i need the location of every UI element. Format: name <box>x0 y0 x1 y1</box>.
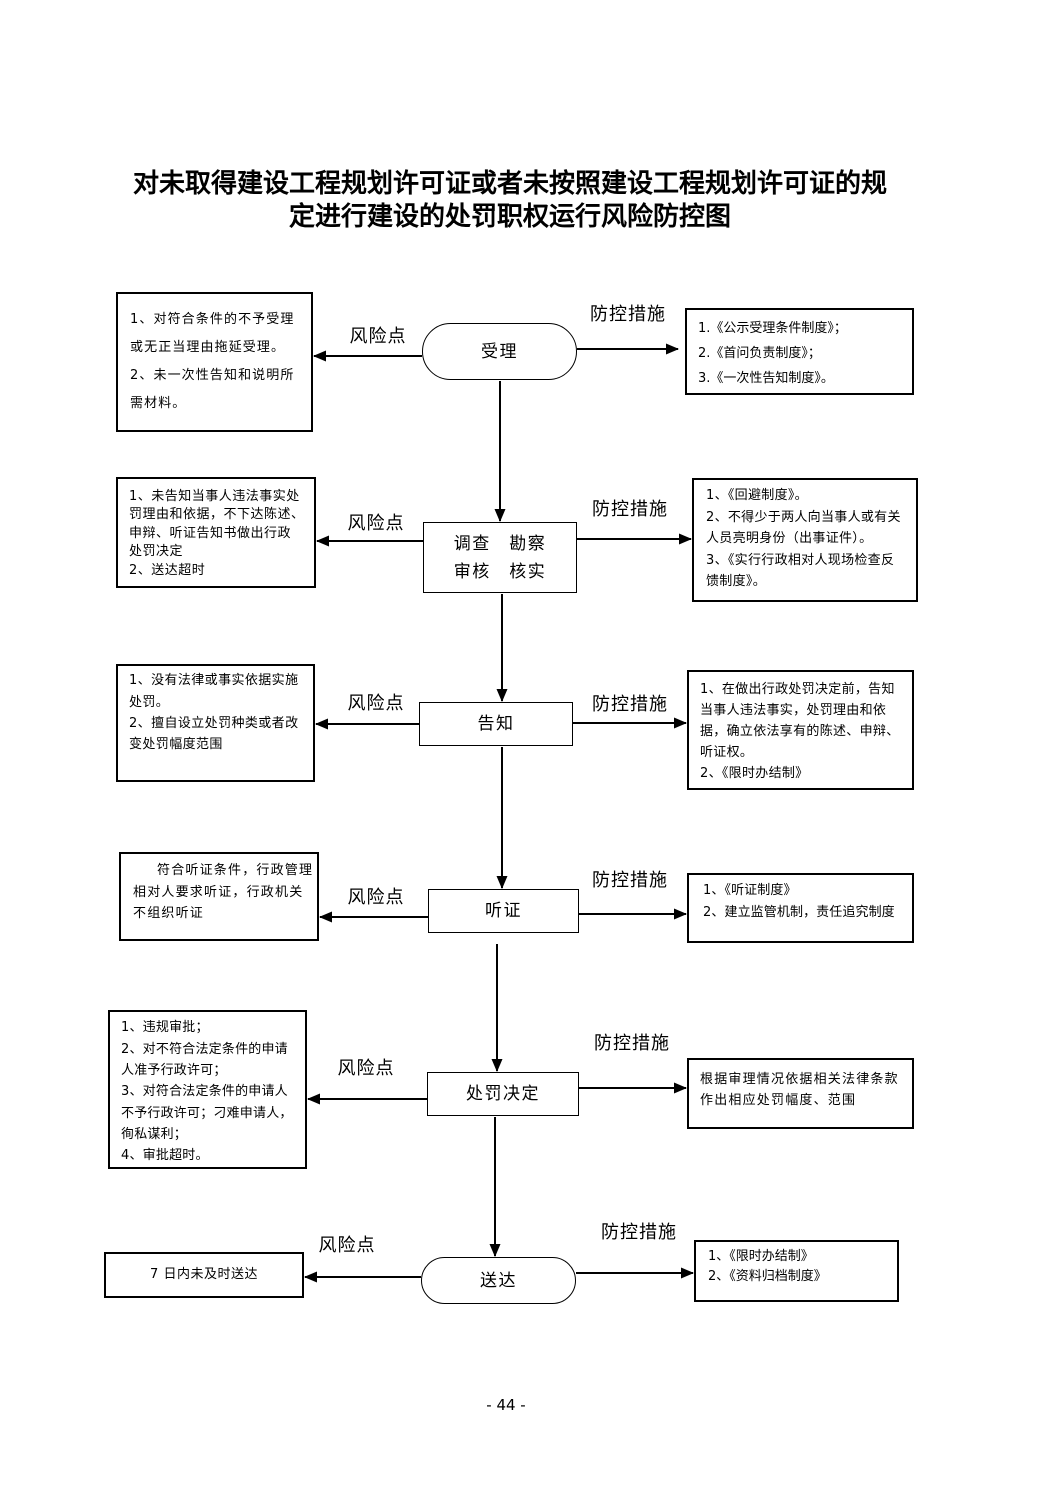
risk-box-line: 2、擅自设立处罚种类或者改 <box>129 715 299 731</box>
measures-box-line: 据，确立依法享有的陈述、申辩、 <box>700 723 900 739</box>
risk-box-line: 处罚。 <box>129 694 170 710</box>
risk-box-notice: 1、没有法律或事实依据实施 处罚。 2、擅自设立处罚种类或者改 变处罚幅度范围 <box>116 664 315 782</box>
risk-box-line: 罚理由和依据，不下达陈述、 <box>129 507 305 523</box>
step-node-label: 审核 核实 <box>453 561 547 582</box>
step-node-notice: 告知 <box>419 702 573 746</box>
measures-box-line: 3、《实行行政相对人现场检查反 <box>706 552 895 568</box>
risk-label-acceptance: 风险点 <box>349 326 407 347</box>
measures-label-acceptance: 防控措施 <box>590 304 666 325</box>
risk-box-acceptance: 1、对符合条件的不予受理 或无正当理由拖延受理。 2、未一次性告知和说明所 需材… <box>116 292 313 432</box>
step-node-label: 听证 <box>485 901 522 921</box>
step-node-label: 受理 <box>481 341 518 362</box>
risk-box-line: 2、对不符合法定条件的申请 <box>121 1041 288 1057</box>
measures-box-line: 1、《回避制度》。 <box>706 488 808 504</box>
risk-box-line: 3、对符合法定条件的申请人 <box>121 1084 288 1100</box>
risk-box-hearing: 符合听证条件，行政管理 相对人要求听证，行政机关 不组织听证 <box>119 852 319 941</box>
page-number: - 44 - <box>486 1396 526 1414</box>
step-node-label: 送达 <box>480 1270 517 1291</box>
risk-label-hearing: 风险点 <box>347 887 405 908</box>
risk-box-investigation: 1、未告知当事人违法事实处 罚理由和依据，不下达陈述、 申辩、听证告知书做出行政… <box>116 477 316 588</box>
risk-box-line: 或无正当理由拖延受理。 <box>130 340 286 355</box>
risk-box-line: 变处罚幅度范围 <box>129 737 223 753</box>
measures-box-line: 2.《首问负责制度》； <box>698 345 821 361</box>
measures-label-hearing: 防控措施 <box>592 870 668 891</box>
risk-box-line: 4、审批超时。 <box>121 1148 209 1164</box>
risk-box-line: 不予行政许可；刁难申请人， <box>121 1105 293 1121</box>
risk-box-line: 1、未告知当事人违法事实处 <box>129 488 300 504</box>
measures-box-line: 2、不得少于两人向当事人或有关 <box>706 509 901 525</box>
measures-box-line: 2、《资料归档制度》 <box>708 1269 827 1284</box>
risk-box-line: 处罚决定 <box>129 544 184 560</box>
step-node-label: 调查 勘察 <box>453 533 547 554</box>
measures-box-decision: 根据审理情况依据相关法律条款 作出相应处罚幅度、范围 <box>687 1058 914 1129</box>
risk-label-delivery: 风险点 <box>318 1235 376 1256</box>
measures-box-line: 馈制度》。 <box>706 574 767 590</box>
step-node-acceptance: 受理 <box>422 323 577 380</box>
risk-box-line: 徇私谋利； <box>121 1126 188 1142</box>
page-title-line-1: 对未取得建设工程规划许可证或者未按照建设工程规划许可证的规 <box>132 169 887 199</box>
measures-box-line: 2、建立监管机制，责任追究制度 <box>703 905 895 920</box>
measures-box-line: 根据审理情况依据相关法律条款 <box>700 1071 899 1087</box>
risk-box-line: 不组织听证 <box>133 906 205 922</box>
step-node-decision: 处罚决定 <box>427 1072 579 1116</box>
measures-box-line: 1、《限时办结制》 <box>708 1249 814 1264</box>
risk-box-decision: 1、违规审批； 2、对不符合法定条件的申请 人准予行政许可； 3、对符合法定条件… <box>108 1010 307 1169</box>
page-title: 对未取得建设工程规划许可证或者未按照建设工程规划许可证的规 定进行建设的处罚职权… <box>0 168 1020 234</box>
measures-label-decision: 防控措施 <box>594 1033 670 1054</box>
step-node-label: 处罚决定 <box>466 1084 540 1104</box>
measures-box-line: 当事人违法事实，处罚理由和依 <box>700 702 887 718</box>
measures-label-investigation: 防控措施 <box>592 499 668 520</box>
risk-box-line: 符合听证条件，行政管理 <box>157 863 314 879</box>
measures-box-hearing: 1、《听证制度》 2、建立监管机制，责任追究制度 <box>687 873 914 943</box>
risk-label-notice: 风险点 <box>347 693 405 714</box>
step-node-label: 告知 <box>477 714 515 734</box>
risk-box-line: 7 日内未及时送达 <box>150 1267 258 1282</box>
risk-box-delivery: 7 日内未及时送达 <box>104 1252 304 1298</box>
step-node-hearing: 听证 <box>428 889 579 933</box>
measures-box-acceptance: 1.《公示受理条件制度》； 2.《首问负责制度》； 3.《一次性告知制度》。 <box>685 308 914 395</box>
risk-box-line: 需材料。 <box>130 396 187 411</box>
risk-box-line: 2、未一次性告知和说明所 <box>130 368 295 383</box>
measures-label-notice: 防控措施 <box>592 694 668 715</box>
measures-label-delivery: 防控措施 <box>601 1222 677 1243</box>
measures-box-line: 3.《一次性告知制度》。 <box>698 370 834 386</box>
measures-box-investigation: 1、《回避制度》。 2、不得少于两人向当事人或有关 人员亮明身份（出事证件）。 … <box>692 478 918 602</box>
measures-box-line: 听证权。 <box>700 744 754 760</box>
measures-box-notice: 1、在做出行政处罚决定前，告知 当事人违法事实，处罚理由和依 据，确立依法享有的… <box>687 670 914 790</box>
risk-box-line: 1、没有法律或事实依据实施 <box>129 673 299 689</box>
risk-label-decision: 风险点 <box>337 1058 395 1079</box>
measures-box-line: 人员亮明身份（出事证件）。 <box>706 531 873 547</box>
risk-box-line: 1、对符合条件的不予受理 <box>130 312 295 327</box>
step-node-investigation: 调查 勘察 审核 核实 <box>423 522 577 593</box>
measures-box-line: 1.《公示受理条件制度》； <box>698 320 847 336</box>
risk-box-line: 1、违规审批； <box>121 1020 209 1036</box>
measures-box-line: 作出相应处罚幅度、范围 <box>700 1092 857 1108</box>
measures-box-line: 1、在做出行政处罚决定前，告知 <box>700 681 895 697</box>
measures-box-delivery: 1、《限时办结制》 2、《资料归档制度》 <box>694 1240 899 1302</box>
risk-box-line: 人准予行政许可； <box>121 1062 227 1078</box>
page-title-line-2: 定进行建设的处罚职权运行风险防控图 <box>288 202 731 232</box>
step-node-delivery: 送达 <box>421 1257 576 1304</box>
measures-box-line: 2、《限时办结制》 <box>700 765 809 781</box>
measures-box-line: 1、《听证制度》 <box>703 883 797 898</box>
risk-box-line: 相对人要求听证，行政机关 <box>133 884 304 900</box>
risk-box-line: 申辩、听证告知书做出行政 <box>129 525 292 541</box>
risk-label-investigation: 风险点 <box>347 513 405 534</box>
risk-box-line: 2、送达超时 <box>129 562 206 578</box>
